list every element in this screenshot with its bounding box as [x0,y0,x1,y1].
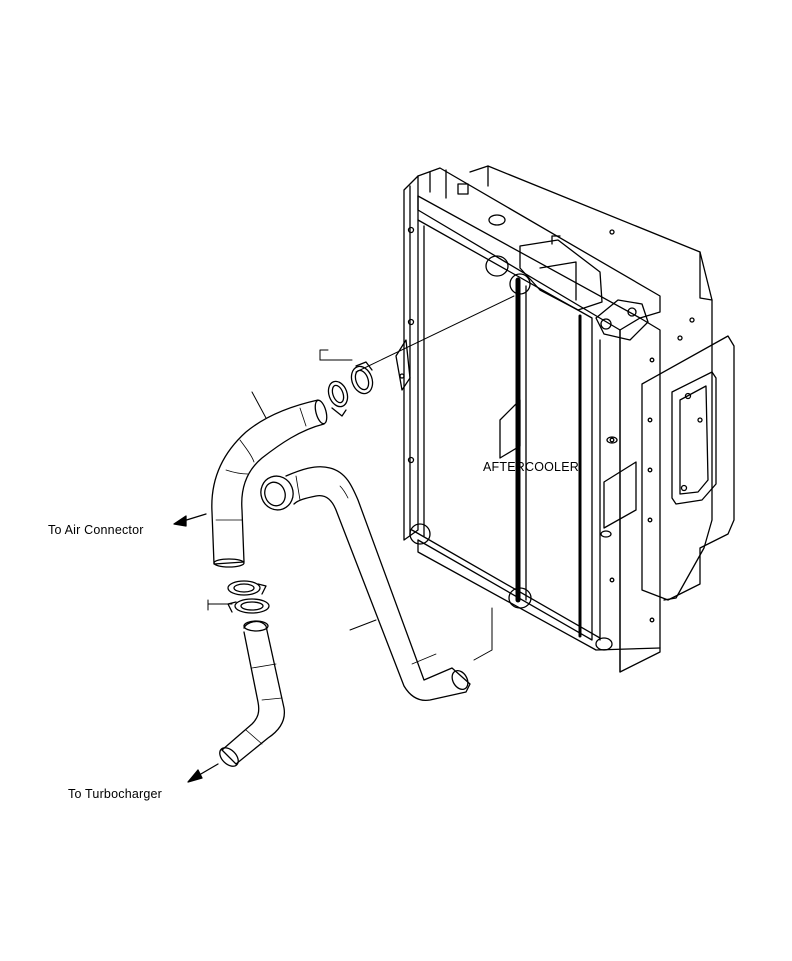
rear-shroud [469,165,713,601]
label-aftercooler: AFTERCOOLER [483,460,579,474]
upper-hose-clamps [327,361,374,417]
leader-lines [207,295,515,661]
lower-hose-clamps [227,580,270,614]
aftercooler-core [395,167,661,673]
hose-center-long [260,466,471,702]
arrow-to-air-connector [173,513,207,527]
hose-lower-turbocharger [219,620,286,767]
label-to-air-connector: To Air Connector [48,523,144,537]
arrow-to-turbocharger [187,763,219,783]
label-to-turbocharger: To Turbocharger [68,787,163,801]
hose-upper-air-connector [211,399,328,568]
side-bracket-plate [641,335,735,601]
